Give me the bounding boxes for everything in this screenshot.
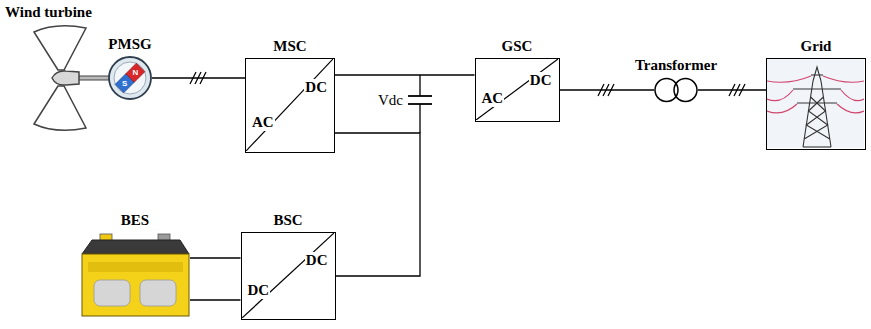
dc-link-capacitor bbox=[408, 75, 432, 133]
power-line bbox=[823, 76, 864, 82]
sky-ground bbox=[767, 59, 864, 148]
converter-box: GSC DC AC bbox=[475, 38, 560, 122]
xfmr-shape bbox=[654, 77, 698, 103]
port-label: DC bbox=[304, 79, 328, 96]
power-connection bbox=[190, 258, 241, 300]
wire bbox=[152, 77, 245, 78]
box-shape: DC AC bbox=[475, 58, 560, 122]
voltage-label: Vdc bbox=[377, 92, 404, 109]
power-line bbox=[767, 90, 793, 101]
battery-band bbox=[88, 262, 183, 272]
port-label: DC bbox=[305, 252, 329, 269]
node-heading: BSC bbox=[273, 212, 302, 229]
node-heading: BES bbox=[121, 212, 149, 229]
wire bbox=[560, 89, 654, 90]
power-connection bbox=[335, 75, 475, 76]
wire bbox=[335, 133, 420, 276]
turbine-hub bbox=[52, 71, 79, 85]
port-label: AC bbox=[251, 114, 275, 131]
box-outline bbox=[246, 59, 333, 151]
power-line bbox=[841, 90, 864, 101]
transformer-winding bbox=[674, 79, 697, 102]
port-label: AC bbox=[481, 90, 505, 107]
battery-node: BES bbox=[80, 212, 190, 318]
pylon-frame bbox=[806, 97, 830, 139]
wind-turbine bbox=[34, 26, 109, 131]
box-outline bbox=[242, 233, 334, 318]
pylon-frame bbox=[793, 88, 841, 89]
battery-body bbox=[82, 254, 189, 316]
box-shape: DC AC bbox=[245, 58, 335, 153]
converter-diagonal bbox=[242, 233, 334, 318]
converter-diagonal bbox=[246, 59, 333, 151]
capacitor-plate bbox=[408, 95, 432, 97]
turbine-blade bbox=[34, 86, 86, 130]
converter-box: MSC DC AC bbox=[245, 38, 335, 153]
grid-shape bbox=[766, 58, 866, 150]
pylon-frame bbox=[813, 67, 821, 81]
wire bbox=[190, 257, 241, 258]
magnet-north bbox=[126, 63, 145, 82]
pole-letter: N bbox=[132, 68, 138, 77]
generator-casing bbox=[109, 57, 151, 99]
generator-node: PMSG NS bbox=[108, 36, 152, 100]
power-connection bbox=[560, 90, 654, 91]
pylon-frame bbox=[803, 146, 831, 147]
generator-rotor bbox=[114, 62, 146, 94]
grid-outline bbox=[767, 59, 864, 148]
node-heading: PMSG bbox=[108, 36, 151, 53]
power-line bbox=[767, 104, 797, 113]
xfmr-outline bbox=[654, 77, 698, 103]
capacitor-lead bbox=[419, 75, 420, 96]
transformer-node: Transformer bbox=[635, 57, 717, 103]
turbine-blade bbox=[34, 26, 86, 70]
port-label: DC bbox=[247, 282, 271, 299]
power-line bbox=[837, 104, 864, 113]
wire bbox=[698, 89, 766, 90]
power-connection bbox=[698, 90, 766, 91]
power-line bbox=[767, 76, 811, 82]
wire bbox=[190, 299, 241, 300]
box-shape: DC DC bbox=[241, 232, 336, 320]
converter-box: BSC DC DC bbox=[241, 212, 336, 320]
circle-outline bbox=[108, 56, 152, 100]
turbine-shaft bbox=[78, 76, 109, 80]
node-heading: MSC bbox=[273, 38, 306, 55]
node-heading: Transformer bbox=[635, 57, 717, 74]
grid-node: Grid bbox=[766, 38, 866, 150]
converter-diagonal bbox=[476, 59, 558, 120]
battery-shape bbox=[80, 232, 190, 318]
figure-title: Wind turbine bbox=[4, 4, 93, 21]
battery-outline bbox=[80, 232, 190, 318]
node-heading: GSC bbox=[502, 38, 533, 55]
power-connection bbox=[152, 78, 245, 79]
pylon-frame bbox=[811, 74, 823, 75]
port-label: DC bbox=[529, 72, 553, 89]
capacitor-lead bbox=[419, 104, 420, 133]
battery-top bbox=[82, 240, 189, 254]
battery-cell bbox=[140, 280, 176, 306]
battery-cell bbox=[94, 280, 130, 306]
node-heading: Grid bbox=[801, 38, 832, 55]
wire bbox=[335, 74, 475, 75]
power-connection bbox=[335, 133, 420, 276]
magnet-symbol bbox=[115, 63, 145, 93]
pole-letter: S bbox=[122, 79, 127, 88]
circle-shape: NS bbox=[108, 56, 152, 100]
